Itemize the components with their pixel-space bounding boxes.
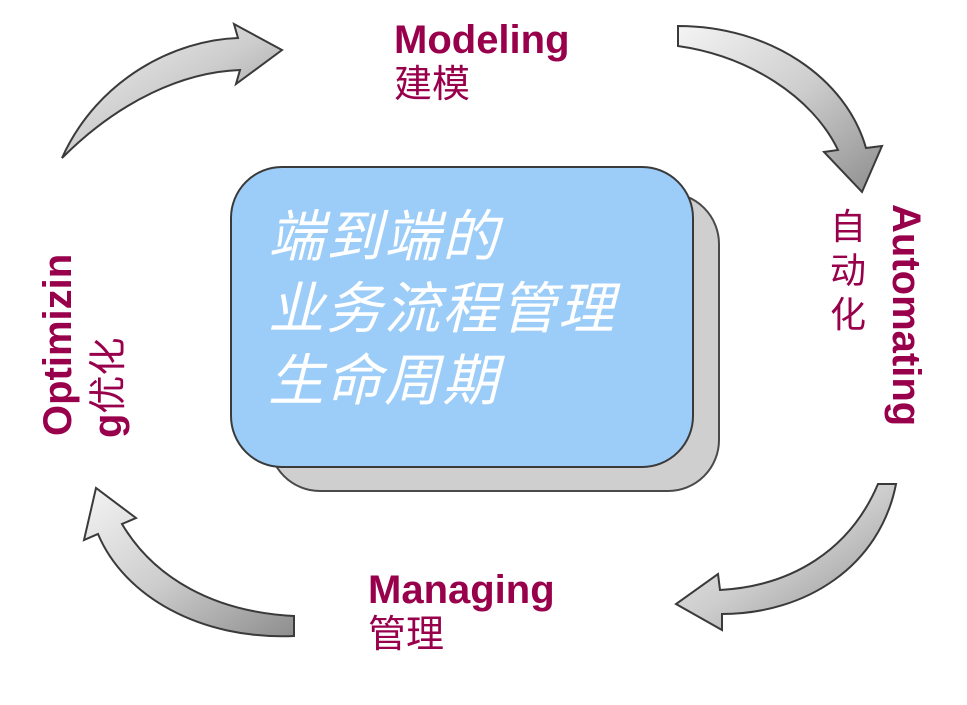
stage-managing: Managing 管理 — [368, 568, 555, 656]
stage-modeling-en: Modeling — [394, 18, 570, 62]
stage-managing-cn: 管理 — [368, 612, 445, 656]
center-title-line-2: 业务流程管理 — [268, 277, 616, 342]
stage-modeling: Modeling 建模 — [394, 18, 570, 106]
stage-optimizing-cn: 优化 — [86, 337, 130, 414]
arrow-optimizing-to-modeling — [61, 21, 284, 159]
stage-automating: Automating 自动化 — [822, 204, 932, 464]
arrow-automating-to-managing — [674, 483, 898, 632]
arrow-managing-to-optimizing — [82, 486, 295, 638]
stage-optimizing-en-part2: g — [86, 413, 130, 438]
center-title: 端到端的 业务流程管理 生命周期 — [268, 202, 688, 418]
stage-optimizing-tail: g优化 — [86, 338, 130, 438]
arrow-modeling-to-automating — [677, 24, 884, 194]
stage-optimizing-en-part1: Optimizin — [36, 253, 80, 436]
center-title-line-3: 生命周期 — [268, 349, 500, 414]
stage-automating-en: Automating — [884, 204, 928, 427]
stage-automating-cn: 自动化 — [829, 207, 866, 336]
stage-managing-en: Managing — [368, 568, 555, 612]
stage-optimizing: Optimizin g优化 — [36, 230, 156, 450]
center-title-line-1: 端到端的 — [268, 205, 500, 270]
stage-modeling-cn: 建模 — [394, 62, 471, 106]
center-box — [230, 166, 694, 468]
